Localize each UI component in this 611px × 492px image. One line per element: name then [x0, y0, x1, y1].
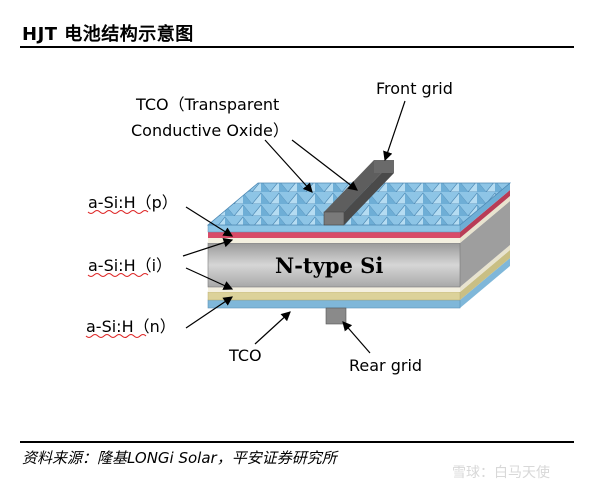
tco-bottom-label: TCO — [228, 346, 262, 365]
bottom-i-layer — [208, 245, 510, 292]
a-si-p-label: a-Si:H（p） — [88, 193, 178, 212]
page-title: HJT 电池结构示意图 — [22, 24, 194, 45]
watermark: 雪球：白马天使 — [452, 465, 550, 481]
a-si-n-label: a-Si:H（n） — [86, 317, 176, 336]
top-i-layer — [208, 196, 510, 243]
a-si-i-label: a-Si:H（i） — [88, 256, 172, 275]
front-grid-label: Front grid — [376, 79, 453, 98]
title-divider — [20, 46, 574, 48]
source-note: 资料来源：隆基LONGi Solar，平安证券研究所 — [22, 449, 337, 467]
spellcheck-underlines — [85, 210, 149, 338]
front-grid — [323, 160, 394, 226]
n-type-si-layer — [207, 201, 510, 288]
rear-grid — [325, 307, 347, 325]
tco-top-label-line1: TCO（Transparent — [135, 95, 279, 114]
n-type-si-label: N-type Si — [275, 253, 383, 278]
footer-divider — [20, 441, 574, 443]
tco-top-label-line2: Conductive Oxide） — [131, 121, 289, 140]
a-si-p-layer — [208, 190, 510, 238]
leader-lines — [182, 100, 406, 354]
rear-grid-label: Rear grid — [349, 356, 422, 375]
